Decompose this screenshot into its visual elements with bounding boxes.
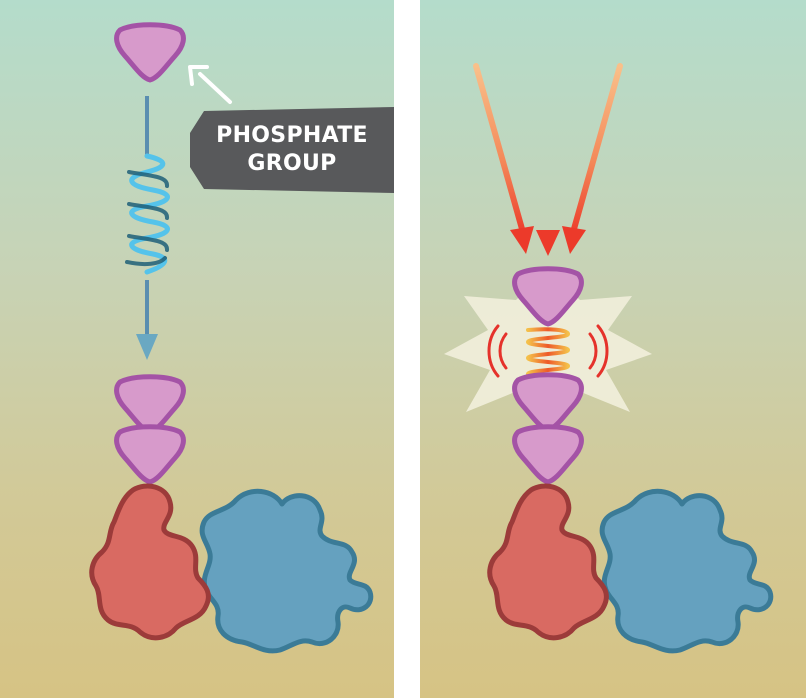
label-line-2: GROUP	[247, 151, 337, 176]
label-line-1: PHOSPHATE	[216, 123, 368, 148]
phosphate-group-2	[515, 427, 582, 482]
phosphate-group-label: PHOSPHATE GROUP	[190, 107, 394, 193]
red-protein	[490, 486, 607, 638]
bond-spring	[125, 153, 170, 275]
label-text: PHOSPHATE GROUP	[190, 107, 394, 193]
energy-arrow-center	[536, 29, 560, 256]
phosphate-group-2	[117, 427, 184, 482]
compressed-spring	[525, 327, 571, 376]
vibration-marks-right	[588, 324, 609, 378]
energy-arrow-left	[473, 63, 534, 254]
pointer-arrow	[188, 65, 232, 104]
phosphate-group-1	[117, 377, 184, 432]
red-protein	[92, 486, 209, 638]
blue-protein	[602, 491, 771, 651]
label-banner	[190, 107, 394, 193]
phosphate-group-top	[117, 25, 184, 80]
phosphate-group-1	[515, 375, 582, 430]
vibration-marks-left	[487, 324, 508, 378]
right-panel-illustration	[444, 29, 806, 698]
blue-protein	[202, 491, 371, 651]
right-panel	[420, 0, 806, 698]
energy-arrow-right	[562, 63, 623, 254]
bond-arrow-down	[136, 280, 158, 360]
left-panel-illustration	[0, 0, 394, 698]
left-panel: PHOSPHATE GROUP	[0, 0, 394, 698]
